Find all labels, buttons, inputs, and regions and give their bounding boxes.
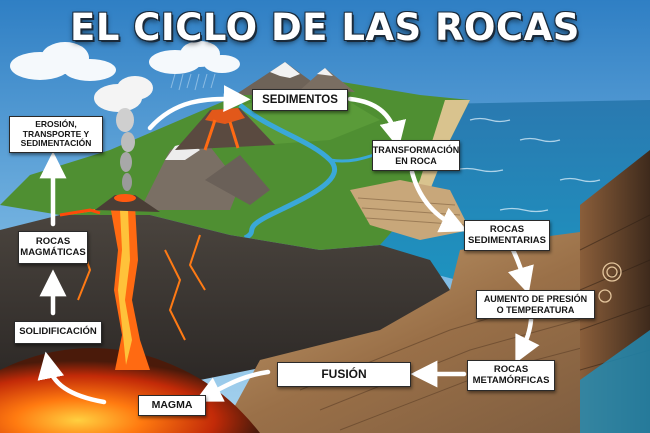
stage-rocas-sedimentarias-label: ROCAS SEDIMENTARIAS: [468, 223, 546, 246]
mountains: [140, 62, 355, 210]
stage-magma: MAGMA: [138, 395, 206, 416]
smoke-plume: [94, 76, 153, 191]
stage-transformacion: TRANSFORMACIÓN EN ROCA: [372, 140, 460, 171]
river: [238, 103, 337, 241]
stage-rocas-metamorficas-label: ROCAS METAMÓRFICAS: [472, 363, 550, 386]
stage-sedimentos: SEDIMENTOS: [252, 89, 348, 111]
stage-aumento-presion: AUMENTO DE PRESIÓN O TEMPERATURA: [476, 290, 595, 319]
stage-rocas-metamorficas: ROCAS METAMÓRFICAS: [467, 360, 555, 391]
fossil-icon: [598, 262, 622, 303]
main-volcano: [59, 194, 160, 217]
stage-fusion: FUSIÓN: [277, 362, 411, 387]
page-title: EL CICLO DE LAS ROCAS: [70, 6, 580, 49]
stage-magma-label: MAGMA: [151, 398, 193, 411]
magma-conduit: [110, 205, 150, 370]
stage-erosion: EROSIÓN, TRANSPORTE Y SEDIMENTACIÓN: [9, 116, 103, 153]
stage-solidificacion: SOLIDIFICACIÓN: [14, 321, 102, 344]
stage-erosion-label: EROSIÓN, TRANSPORTE Y SEDIMENTACIÓN: [20, 119, 92, 149]
stage-transformacion-label: TRANSFORMACIÓN EN ROCA: [372, 145, 460, 166]
stage-solidificacion-label: SOLIDIFICACIÓN: [19, 326, 97, 338]
waves: [454, 117, 601, 213]
stage-aumento-presion-label: AUMENTO DE PRESIÓN O TEMPERATURA: [483, 294, 588, 315]
stage-sedimentos-label: SEDIMENTOS: [262, 93, 338, 106]
stage-rocas-magmaticas: ROCAS MAGMÁTICAS: [18, 231, 88, 264]
stage-fusion-label: FUSIÓN: [321, 366, 367, 381]
stage-rocas-sedimentarias: ROCAS SEDIMENTARIAS: [464, 220, 550, 251]
rain: [170, 73, 216, 91]
stage-rocas-magmaticas-label: ROCAS MAGMÁTICAS: [20, 235, 86, 258]
clouds: [10, 41, 240, 81]
